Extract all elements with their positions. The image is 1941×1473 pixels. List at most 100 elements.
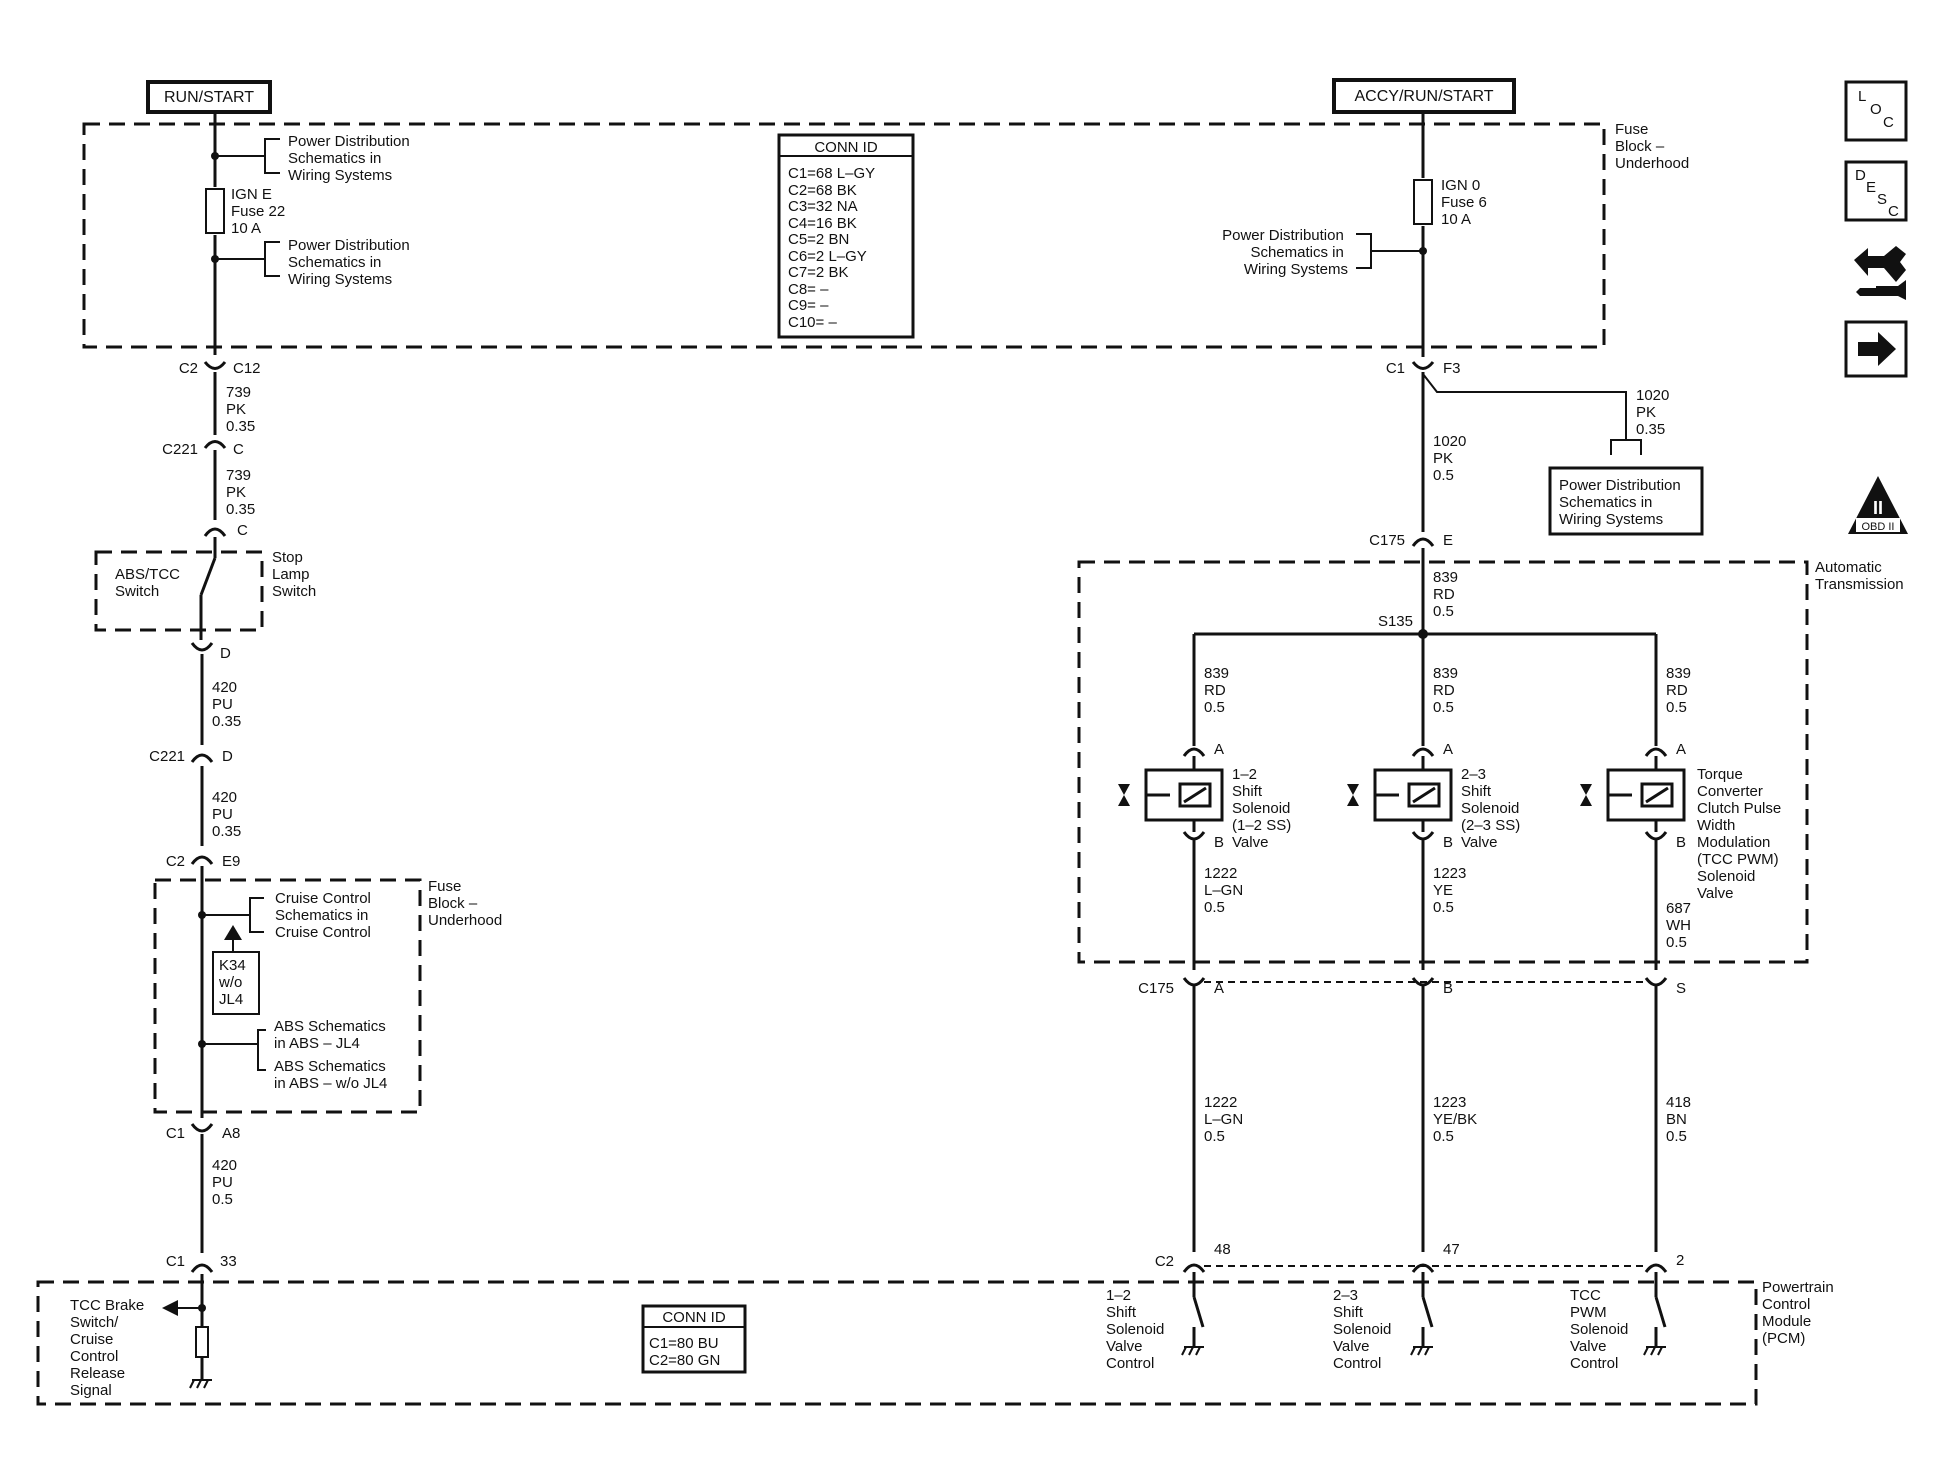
conn-id-row: C7=2 BK — [788, 264, 848, 281]
accy-run-start-tag: ACCY/RUN/START — [1355, 88, 1494, 105]
ground-icon — [1181, 1346, 1201, 1356]
connector-c175 — [1644, 977, 1668, 987]
connector-label: 33 — [220, 1253, 237, 1270]
conn-id-row: C9= – — [788, 297, 829, 314]
c2-connector-label: C2 — [1155, 1253, 1174, 1270]
loc-letter: L — [1858, 88, 1866, 105]
connector-pin-b — [1644, 831, 1668, 841]
switch-type-label: Stop Lamp Switch — [272, 549, 316, 600]
loc-letter: C — [1883, 114, 1894, 131]
k34-box — [212, 951, 260, 1015]
pin-label: B — [1443, 834, 1453, 851]
diagnostic-tool-icon[interactable] — [1854, 246, 1906, 300]
next-page-button[interactable] — [1844, 320, 1908, 378]
abs-bracket — [202, 1029, 266, 1071]
wire-pcm-label: 1222 L–GN 0.5 — [1204, 1094, 1247, 1145]
wire-739-1-label: 739 PK 0.35 — [226, 384, 255, 435]
wire-1020-branch — [1422, 373, 1627, 440]
lower-fuse-block-label: Fuse Block – Underhood — [428, 878, 502, 929]
switch-frame — [94, 550, 264, 632]
power-dist-bracket — [215, 241, 280, 277]
connector-c175 — [1411, 977, 1435, 987]
pcm-conn-id-row: C2=80 GN — [649, 1352, 720, 1369]
wire-out-label: 687 WH 0.5 — [1666, 900, 1695, 951]
connector-label: C175 — [1369, 532, 1405, 549]
connector-label: C2 — [166, 853, 185, 870]
connector-label: D — [220, 645, 231, 662]
fuse-block-frame — [82, 122, 1606, 349]
connector-c221-c — [203, 440, 227, 449]
run-start-tag: RUN/START — [164, 89, 254, 106]
connector-label: D — [222, 748, 233, 765]
power-dist-box-label: Power Distribution Schematics in Wiring … — [1559, 477, 1685, 528]
pcm-driver-switch — [1192, 1296, 1205, 1328]
connector-pin-a — [1644, 747, 1668, 757]
connector-label: A8 — [222, 1125, 240, 1142]
connector-c2 — [1644, 1263, 1668, 1273]
pcm-label: Powertrain Control Module (PCM) — [1762, 1279, 1838, 1347]
connector-pin-b — [1182, 831, 1206, 841]
loc-letter: O — [1870, 101, 1882, 118]
connector-label: C — [233, 441, 244, 458]
ground-icon — [1410, 1346, 1430, 1356]
connector-label: C — [237, 522, 248, 539]
tcc-brake-label: TCC Brake Switch/ Cruise Control Release… — [70, 1297, 148, 1399]
power-dist-bracket — [215, 138, 280, 174]
connector-label: C2 — [179, 360, 198, 377]
connector-d — [190, 642, 214, 652]
cruise-control-ref: Cruise Control Schematics in Cruise Cont… — [275, 890, 375, 941]
splice-s135-label: S135 — [1378, 613, 1413, 630]
connector-c1-a8 — [190, 1123, 214, 1133]
fuse-ign-e-symbol — [205, 188, 225, 234]
connector-c1-f3 — [1411, 361, 1435, 370]
conn-id-row: C5=2 BN — [788, 231, 849, 248]
fuse-block-label: Fuse Block – Underhood — [1615, 121, 1689, 172]
connector-c221-d — [190, 753, 214, 763]
wire-1020-main-label: 1020 PK 0.5 — [1433, 433, 1471, 484]
power-dist-stub — [1610, 439, 1642, 455]
connector-label: E9 — [222, 853, 240, 870]
connector-label: F3 — [1443, 360, 1461, 377]
valve-icon — [1118, 784, 1130, 806]
power-dist-bracket — [1356, 233, 1423, 269]
connector-label: C1 — [166, 1125, 185, 1142]
solenoid-label: 2–3 Shift Solenoid (2–3 SS) Valve — [1461, 766, 1524, 851]
lower-fuse-block-frame — [153, 878, 422, 1114]
solenoid-1-2: 839 RD 0.5 A B 1–2 Shift Solenoid (1–2 S… — [1106, 634, 1295, 1372]
power-dist-ref-left-1: Power Distribution Schematics in Wiring … — [288, 133, 414, 184]
connector-label: C1 — [1386, 360, 1405, 377]
switch-contact — [199, 557, 217, 596]
pin-label: 48 — [1214, 1241, 1231, 1258]
wire-out-label: 1223 YE 0.5 — [1433, 865, 1471, 916]
solenoid-tcc-pwm: 839 RD 0.5 A B Torque Converter Clutch P… — [1570, 634, 1785, 1372]
connector-c — [203, 527, 227, 537]
pin-label: A — [1214, 980, 1224, 997]
conn-id-table-frame — [777, 133, 915, 339]
abs-ref-jl4: ABS Schematics in ABS – JL4 — [274, 1018, 390, 1052]
arrow-left-icon — [162, 1300, 178, 1316]
connector-pin-a — [1182, 747, 1206, 757]
desc-letter: D — [1855, 167, 1866, 184]
connector-c1-33 — [190, 1263, 214, 1273]
pcm-driver-switch — [1421, 1296, 1434, 1328]
pcm-output-label: TCC PWM Solenoid Valve Control — [1570, 1287, 1633, 1372]
wire-839-label: 839 RD 0.5 — [1666, 665, 1695, 716]
valve-icon — [1580, 784, 1592, 806]
connector-pin-a — [1411, 747, 1435, 757]
conn-id-row: C4=16 BK — [788, 215, 857, 232]
pin-label: B — [1214, 834, 1224, 851]
connector-c2-e9 — [190, 855, 214, 865]
wire-pcm-label: 418 BN 0.5 — [1666, 1094, 1695, 1145]
desc-button[interactable]: D E S C — [1844, 160, 1908, 222]
wire-420-3-label: 420 PU 0.5 — [212, 1157, 241, 1208]
wire-1020-branch-label: 1020 PK 0.35 — [1636, 387, 1674, 438]
connector-label: E — [1443, 532, 1453, 549]
arrow-right-icon — [1858, 332, 1896, 366]
connector-c2-c12 — [203, 361, 227, 370]
solenoid-label: 1–2 Shift Solenoid (1–2 SS) Valve — [1232, 766, 1295, 851]
solenoid-label: Torque Converter Clutch Pulse Width Modu… — [1697, 766, 1785, 902]
conn-id-row: C2=68 BK — [788, 182, 857, 199]
pcm-conn-id-title: CONN ID — [662, 1309, 726, 1326]
loc-button[interactable]: L O C — [1844, 80, 1908, 142]
